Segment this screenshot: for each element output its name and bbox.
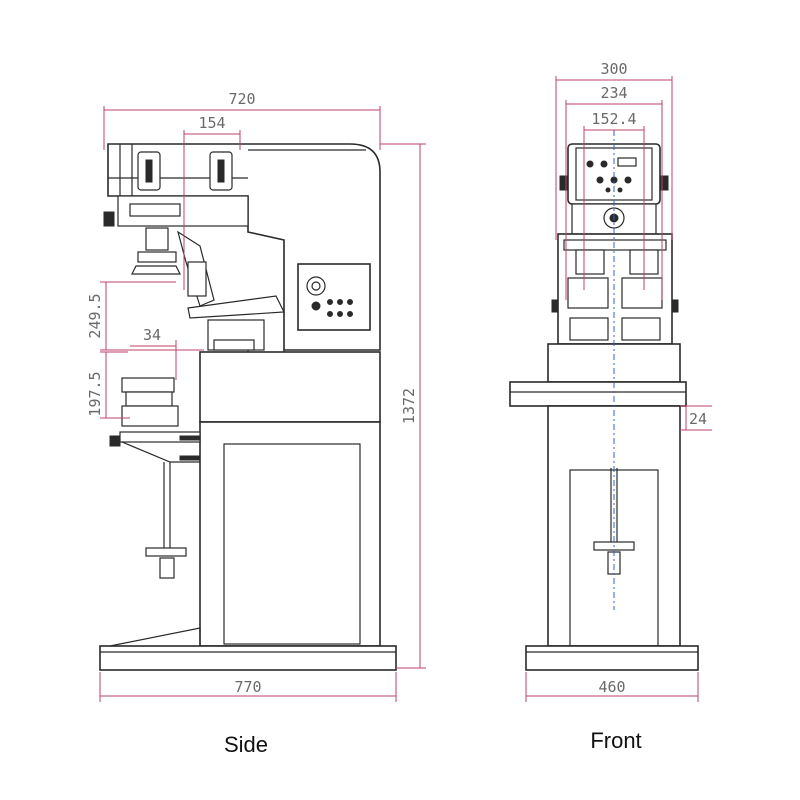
side-dimensions: 720 154 249.5 34 197.5 1372 770 bbox=[86, 90, 426, 702]
side-body-mid bbox=[199, 351, 381, 423]
side-control-panel bbox=[297, 263, 371, 331]
front-pad-right bbox=[621, 277, 663, 309]
dim-side-head-offset: 154 bbox=[198, 114, 225, 132]
dim-front-mid-width: 234 bbox=[600, 84, 627, 102]
side-table-top bbox=[121, 377, 175, 393]
front-pad-left bbox=[567, 277, 609, 309]
side-pad bbox=[131, 265, 181, 275]
side-stand-frame bbox=[199, 421, 381, 647]
dim-side-depth-small: 34 bbox=[143, 326, 161, 344]
dim-front-top-width: 300 bbox=[600, 60, 627, 78]
dim-side-height-upper: 249.5 bbox=[86, 293, 104, 338]
side-plate-carrier bbox=[187, 295, 285, 319]
dim-side-height-lower: 197.5 bbox=[86, 371, 104, 416]
side-view bbox=[99, 143, 397, 671]
side-pad-holder bbox=[145, 227, 169, 251]
dim-front-base-width: 460 bbox=[598, 678, 625, 696]
dim-side-top-width: 720 bbox=[228, 90, 255, 108]
side-table-slide bbox=[121, 405, 179, 427]
dim-side-base-width: 770 bbox=[234, 678, 261, 696]
dim-side-total-height: 1372 bbox=[400, 388, 418, 424]
caption-side: Side bbox=[224, 732, 268, 757]
side-handwheel bbox=[145, 547, 187, 557]
front-work-table bbox=[509, 381, 687, 407]
front-view bbox=[509, 130, 699, 671]
front-dimensions: 300 234 152.4 24 460 bbox=[525, 60, 712, 702]
dim-front-table-offset: 24 bbox=[689, 410, 707, 428]
caption-front: Front bbox=[590, 728, 641, 753]
front-base bbox=[525, 645, 699, 671]
side-base bbox=[99, 645, 397, 671]
dim-front-inner-width: 152.4 bbox=[591, 110, 636, 128]
